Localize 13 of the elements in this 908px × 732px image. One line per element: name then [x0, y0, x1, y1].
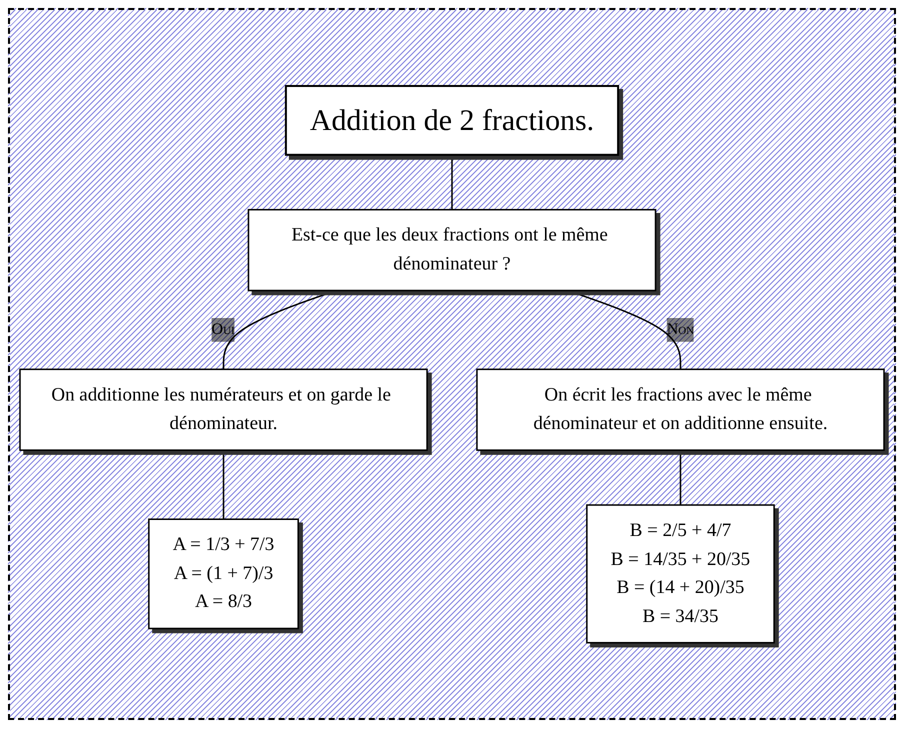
node-box: On additionne les numérateurs et on garde le dénominateur. — [19, 368, 428, 451]
node-box: A = 1/3 + 7/3 A = (1 + 7)/3 A = 8/3 — [148, 518, 299, 629]
node-box: B = 2/5 + 4/7 B = 14/35 + 20/35 B = (14 + 20)/35 B = 34/35 — [586, 504, 775, 644]
edge-label: Non — [666, 320, 694, 338]
connector — [222, 289, 337, 369]
connector — [222, 450, 224, 519]
connector — [567, 289, 682, 369]
edge-label: Oui — [212, 320, 235, 338]
connector — [680, 450, 682, 505]
node-box: Est-ce que les deux fractions ont le même dénominateur ? — [248, 208, 656, 291]
node-box: On écrit les fractions avec le même dénominateur et on additionne ensuite. — [476, 368, 885, 451]
connector — [451, 154, 453, 210]
node-box: Addition de 2 fractions. — [284, 84, 620, 156]
